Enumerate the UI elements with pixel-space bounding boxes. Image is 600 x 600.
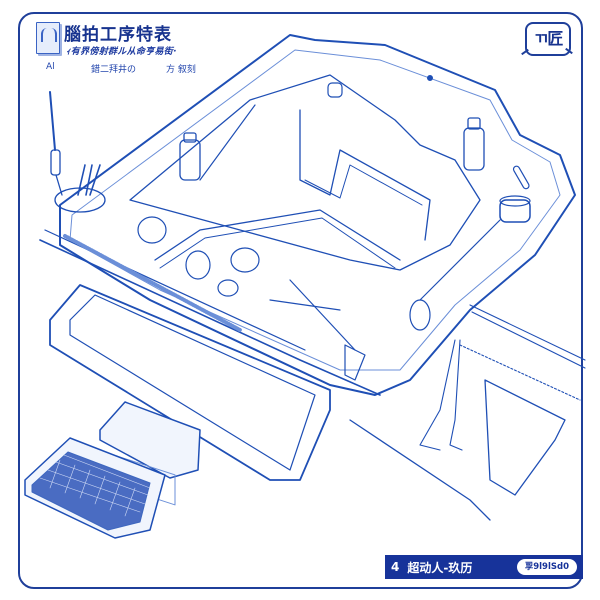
page-badge: ㄲ匠 [525, 22, 571, 56]
tablet-device [99, 401, 201, 506]
book-icon [36, 22, 60, 54]
meta-item: 錯二拜井の [91, 65, 137, 75]
footer-label-bar: 4 超动人-玖历 孠9l9lSd0 [385, 555, 583, 579]
tray-housing [59, 34, 576, 396]
dot-marker [427, 75, 433, 81]
bottle-center [327, 82, 343, 98]
probe-tool [49, 91, 106, 213]
cable-bundle [349, 304, 586, 521]
coil-rods [137, 104, 501, 381]
monitor-frame [49, 284, 331, 481]
figure-number: 4 [391, 560, 400, 574]
meta-item: Al [46, 62, 55, 72]
meta-item: 方 叙刻 [166, 65, 196, 75]
header: 腦拍工序特表 ｨ有界傍射群ル从命亨易街· Al 錯二拜井の 方 叙刻 [36, 18, 236, 88]
diagram-subtitle: ｨ有界傍射群ル从命亨易街· [66, 47, 177, 57]
keyboard [24, 437, 166, 539]
bottle-left [179, 132, 201, 181]
slide-rail [39, 229, 381, 396]
knob-right [499, 165, 531, 223]
diagram-title: 腦拍工序特表 [64, 25, 172, 45]
bottle-right [463, 117, 485, 171]
figure-label: 超动人-玖历 [407, 560, 473, 575]
figure-code-pill: 孠9l9lSd0 [516, 559, 577, 575]
